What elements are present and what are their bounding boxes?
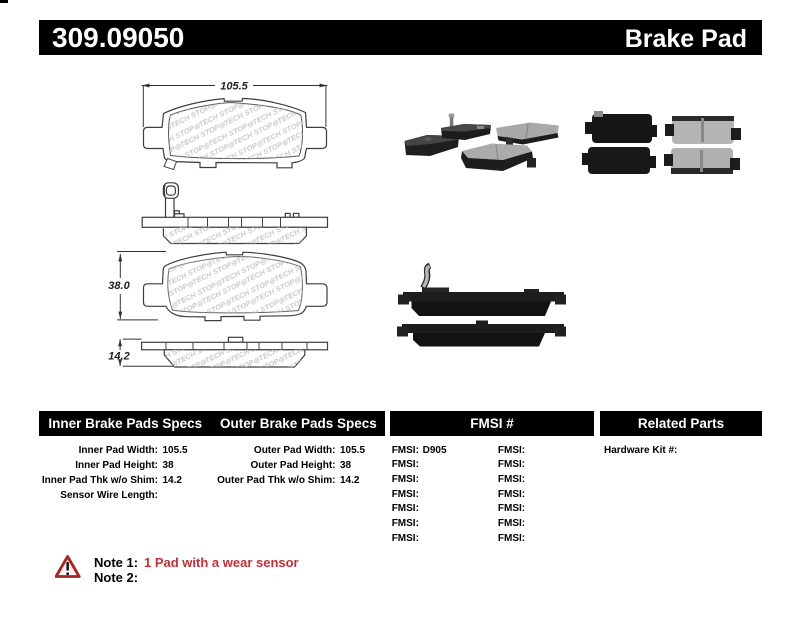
svg-text:14.2: 14.2 [108, 351, 129, 363]
svg-text:105.5: 105.5 [220, 81, 248, 93]
svg-text:38.0: 38.0 [108, 280, 130, 292]
